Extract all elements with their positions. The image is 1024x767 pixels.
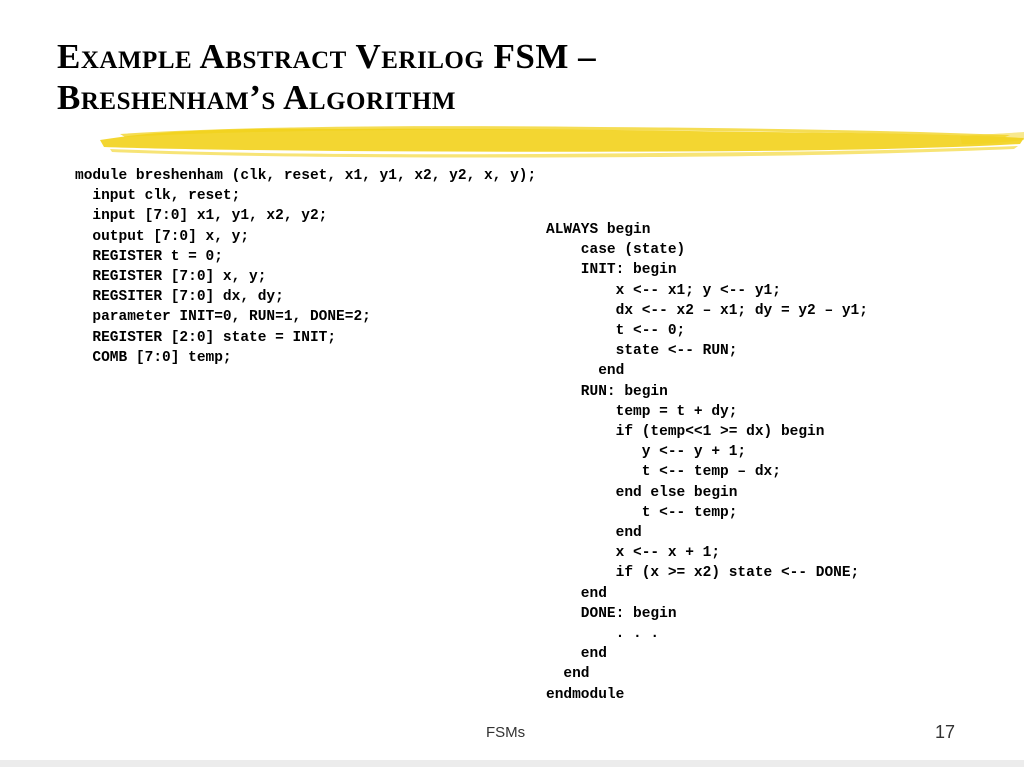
code-line: end (546, 585, 607, 602)
code-line: REGISTER [7:0] x, y; (75, 269, 267, 286)
code-line: y <-- y + 1; (546, 444, 747, 461)
code-line: case (state) (546, 242, 686, 259)
code-line: REGSITER [7:0] dx, dy; (75, 289, 284, 306)
code-line: if (x >= x2) state <-- DONE; (546, 565, 860, 582)
code-line: state <-- RUN; (546, 343, 738, 360)
title-line-2: Breshenham’s Algorithm (57, 78, 456, 117)
code-line: t <-- 0; (546, 323, 686, 340)
code-line: . . . (546, 626, 660, 643)
code-line: COMB [7:0] temp; (75, 349, 232, 366)
code-line: ALWAYS begin (546, 222, 651, 238)
code-line: endmodule (546, 686, 625, 703)
footer-label: FSMs (486, 724, 526, 741)
code-line: t <-- temp; (546, 504, 738, 521)
code-line: x <-- x + 1; (546, 545, 721, 562)
code-line: INIT: begin (546, 262, 677, 279)
code-line: RUN: begin (546, 383, 668, 400)
bottom-divider (0, 760, 1024, 767)
code-line: input [7:0] x1, y1, x2, y2; (75, 208, 328, 225)
code-line: parameter INIT=0, RUN=1, DONE=2; (75, 309, 371, 326)
code-line: input clk, reset; (75, 188, 241, 205)
code-line: module breshenham (clk, reset, x1, y1, x… (75, 168, 537, 184)
code-line: temp = t + dy; (546, 403, 738, 420)
code-line: end (546, 666, 590, 683)
code-line: if (temp<<1 >= dx) begin (546, 424, 825, 441)
page-number: 17 (935, 722, 956, 742)
code-line: dx <-- x2 – x1; dy = y2 – y1; (546, 302, 868, 319)
code-line: t <-- temp – dx; (546, 464, 781, 481)
code-line: x <-- x1; y <-- y1; (546, 282, 781, 299)
code-line: end (546, 363, 625, 380)
code-line: end else begin (546, 484, 738, 501)
code-line: REGISTER [2:0] state = INIT; (75, 329, 337, 346)
code-block-always-fsm: ALWAYS begin case (state) INIT: begin x … (546, 220, 868, 705)
highlighter-stroke-decoration (100, 126, 1024, 158)
code-line: output [7:0] x, y; (75, 228, 250, 245)
slide-title: Example Abstract Verilog FSM – Breshenha… (57, 36, 596, 118)
code-line: end (546, 646, 607, 663)
title-line-1: Example Abstract Verilog FSM – (57, 37, 597, 76)
code-line: end (546, 525, 642, 542)
code-line: DONE: begin (546, 605, 677, 622)
code-block-module-declarations: module breshenham (clk, reset, x1, y1, x… (75, 166, 536, 368)
code-line: REGISTER t = 0; (75, 248, 223, 265)
